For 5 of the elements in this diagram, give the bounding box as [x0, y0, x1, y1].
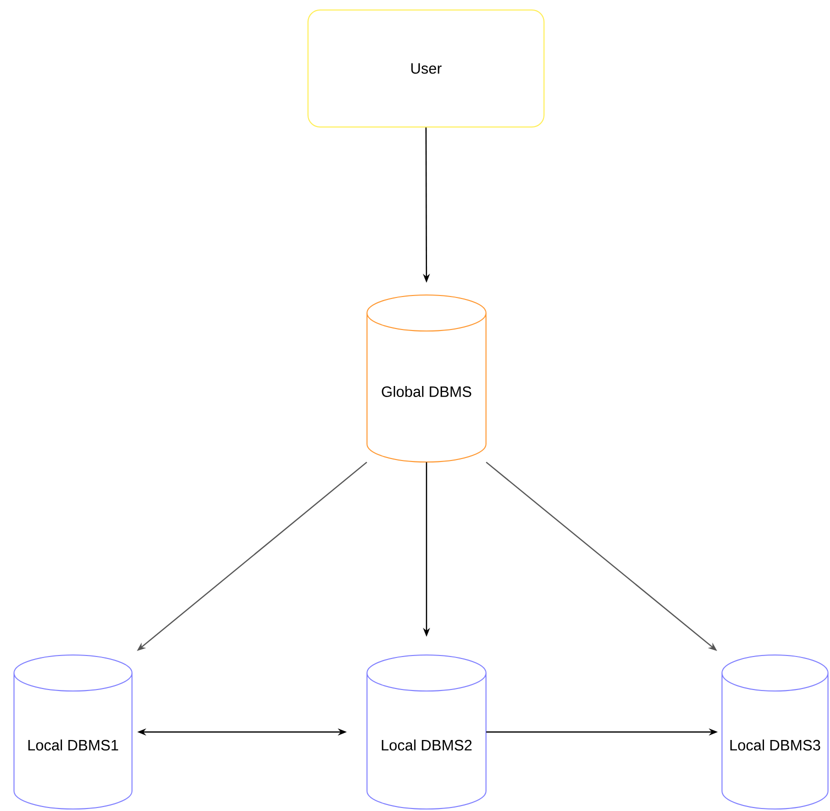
database-cylinder: Global DBMS: [366, 294, 486, 462]
user-box: User: [308, 10, 544, 128]
database-cylinder: Local DBMS1: [14, 654, 132, 810]
database-cylinder: Local DBMS3: [722, 654, 828, 810]
database-cylinder: Local DBMS2: [366, 654, 486, 810]
